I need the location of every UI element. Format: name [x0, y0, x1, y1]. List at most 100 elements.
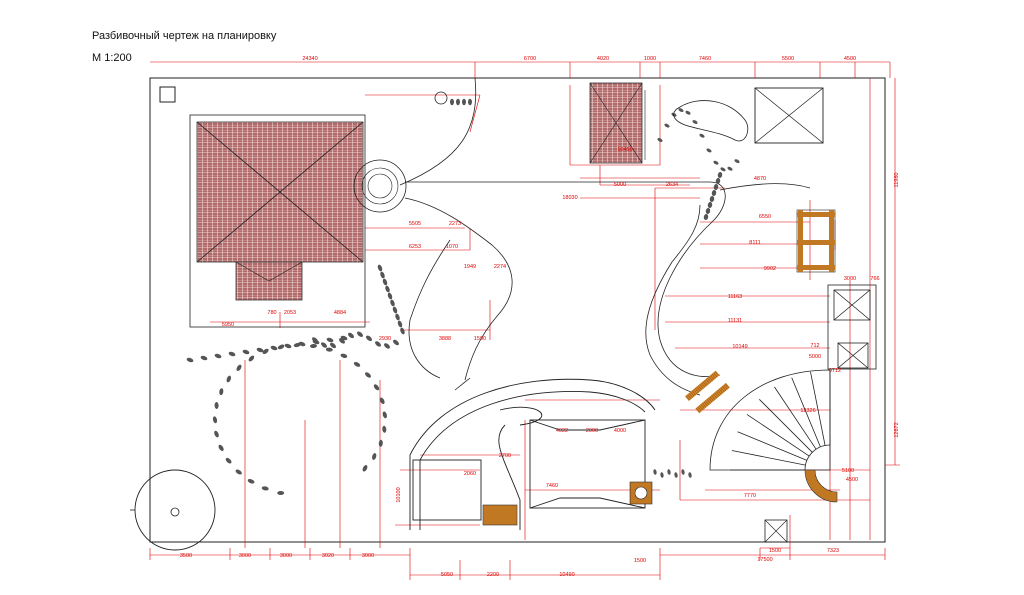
stone	[678, 108, 684, 113]
stone	[340, 353, 348, 358]
dimension-label: 6550	[759, 214, 771, 220]
dimension-label: 3000	[362, 553, 374, 559]
round-table	[629, 481, 653, 505]
stone	[450, 98, 454, 106]
stone	[284, 343, 292, 349]
entrance-arc	[399, 77, 477, 186]
dimension-label: 6700	[524, 56, 536, 62]
stone	[653, 469, 657, 475]
stone	[362, 465, 368, 472]
stone	[379, 397, 385, 405]
dimension-label: 3500	[180, 553, 192, 559]
stone	[277, 491, 285, 495]
small-circle	[434, 91, 448, 105]
stone	[660, 472, 664, 478]
stone	[674, 472, 678, 478]
dimension-label: 4884	[334, 310, 346, 316]
dimension-label: 2000	[586, 428, 598, 434]
stone	[372, 453, 377, 460]
stone	[365, 372, 371, 378]
stone	[219, 388, 224, 396]
stone	[214, 402, 219, 409]
dimension-label: 712	[810, 343, 819, 349]
stone	[392, 306, 398, 314]
stone	[387, 292, 393, 300]
dimension-label: 3888	[439, 336, 451, 342]
stepping-stones	[186, 98, 740, 495]
stone	[382, 278, 388, 286]
dimension-label: 9712	[829, 368, 841, 374]
stone	[225, 457, 232, 464]
dimension-label: 6253	[409, 244, 421, 250]
house	[189, 114, 366, 328]
stone	[734, 159, 740, 164]
drawing-scale: М 1:200	[92, 52, 132, 64]
dimension-label: 17500	[757, 557, 772, 563]
dimension-label: 24340	[302, 56, 317, 62]
dimension-label: 2274	[494, 264, 506, 270]
dimension-label: 2634	[666, 182, 678, 188]
stone	[717, 172, 723, 178]
curved-bench	[804, 469, 838, 503]
dimension-label: 10490	[559, 572, 574, 578]
stone	[261, 486, 269, 491]
stone	[242, 349, 250, 355]
round-terrace	[353, 159, 407, 213]
stone	[218, 444, 224, 451]
dimension-label: 10100	[396, 487, 402, 502]
dimension-label: 2700	[499, 453, 511, 459]
stone	[382, 425, 387, 433]
dimension-label: 12326	[800, 408, 815, 414]
dimension-label: 5505	[409, 221, 421, 227]
drawing-title: Разбивочный чертеж на планировку	[92, 30, 277, 42]
pavilion	[409, 378, 656, 530]
dimension-label: 4000	[614, 428, 626, 434]
stone	[713, 184, 719, 190]
amphitheatre-step	[731, 450, 806, 466]
dimension-label: 4870	[754, 176, 766, 182]
stone	[709, 196, 715, 202]
small-box	[764, 519, 788, 543]
dimension-label: 3020	[322, 553, 334, 559]
dimension-label: 1590	[474, 336, 486, 342]
stone	[325, 347, 333, 352]
stone	[703, 214, 709, 220]
stone	[720, 167, 726, 172]
stone	[468, 98, 472, 106]
stone	[270, 345, 278, 351]
pergola	[796, 209, 836, 273]
stone	[298, 341, 306, 347]
stone	[715, 178, 721, 184]
stone	[390, 299, 395, 307]
stone	[235, 469, 242, 475]
outbuilding	[754, 87, 824, 144]
stone	[375, 341, 381, 347]
small-pergola	[685, 370, 730, 414]
dimension-label: 1500	[769, 548, 781, 554]
dimension-label: 18030	[562, 195, 577, 201]
amphitheatre	[709, 369, 831, 471]
stone	[373, 384, 380, 391]
stone	[321, 342, 327, 348]
stone	[262, 348, 269, 355]
stone	[248, 355, 255, 362]
amphitheatre-step	[810, 371, 826, 446]
stone	[456, 98, 460, 106]
stone	[377, 264, 383, 272]
stone	[357, 331, 363, 337]
stone	[711, 190, 717, 196]
stone	[667, 469, 671, 475]
pond	[673, 100, 749, 142]
stone	[657, 138, 663, 142]
dimension-label: 2060	[464, 471, 476, 477]
amphitheatre-step	[759, 399, 813, 453]
dimension-label: 1949	[464, 264, 476, 270]
stone	[236, 364, 242, 371]
dimension-label: 8111	[749, 240, 760, 246]
stone	[228, 351, 236, 357]
dimension-label: 7460	[699, 56, 711, 62]
dimension-label: 780	[267, 310, 276, 316]
dimension-label: 5000	[809, 354, 821, 360]
